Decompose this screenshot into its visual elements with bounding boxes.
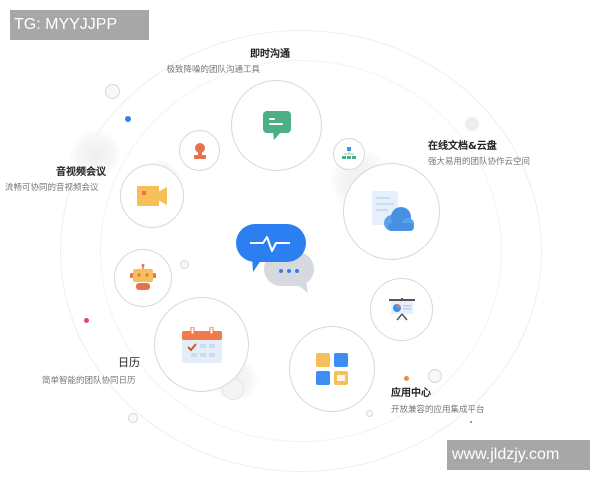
feature-circle-video[interactable] xyxy=(120,164,184,228)
app-grid-icon xyxy=(316,353,348,385)
small-circle-contact[interactable] xyxy=(179,130,220,171)
feature-subtitle-apps: 开放兼容的应用集成平台 xyxy=(391,405,485,415)
decor-ring xyxy=(366,410,373,417)
feature-title-calendar: 日历 xyxy=(118,356,140,369)
feature-title-video: 音视频会议 xyxy=(56,167,106,178)
small-circle-org[interactable] xyxy=(333,138,365,170)
small-circle-robot[interactable] xyxy=(114,249,172,307)
presentation-board-icon xyxy=(388,297,415,320)
feature-circle-apps[interactable] xyxy=(289,326,375,412)
feature-title-docs: 在线文档&云盘 xyxy=(428,141,497,152)
decor-ring xyxy=(128,413,138,423)
video-camera-icon xyxy=(137,186,167,206)
cloud-document-icon xyxy=(371,190,414,231)
decor-ring xyxy=(105,84,120,99)
small-circle-presentation[interactable] xyxy=(370,278,433,341)
decor-dot-pink xyxy=(470,421,472,423)
feature-subtitle-video: 流畅可协同的音视频会议 xyxy=(5,183,99,193)
robot-icon xyxy=(130,264,156,290)
decor-dot-orange xyxy=(404,376,409,381)
background-curve xyxy=(100,60,502,442)
decor-ring xyxy=(465,117,479,131)
feature-subtitle-docs: 强大易用的团队协作云空间 xyxy=(428,157,531,167)
watermark-top-left: TG: MYYJJPP xyxy=(10,10,149,40)
feature-title-im: 即时沟通 xyxy=(250,49,290,60)
decor-ring xyxy=(180,260,189,269)
decor-ring xyxy=(428,369,442,383)
feature-circle-im[interactable] xyxy=(231,80,322,171)
background-curve xyxy=(60,30,542,472)
chat-bubble-icon xyxy=(262,110,291,140)
watermark-bottom-right: www.jldzjy.com xyxy=(447,440,590,470)
feature-circle-docs[interactable] xyxy=(343,163,440,260)
feature-title-apps: 应用中心 xyxy=(391,388,431,399)
decor-blob xyxy=(70,130,120,180)
feature-circle-calendar[interactable] xyxy=(154,297,249,392)
decor-dot-blue xyxy=(125,116,131,122)
calendar-icon xyxy=(181,326,222,363)
feature-subtitle-calendar: 简单智能的团队协同日历 xyxy=(42,376,136,386)
messenger-pulse-icon xyxy=(236,224,314,293)
decor-dot-pink xyxy=(84,318,89,323)
feature-subtitle-im: 极致降噪的团队沟通工具 xyxy=(166,65,260,75)
center-logo xyxy=(236,222,318,294)
org-chart-icon xyxy=(342,147,356,159)
contact-person-icon xyxy=(193,142,206,159)
